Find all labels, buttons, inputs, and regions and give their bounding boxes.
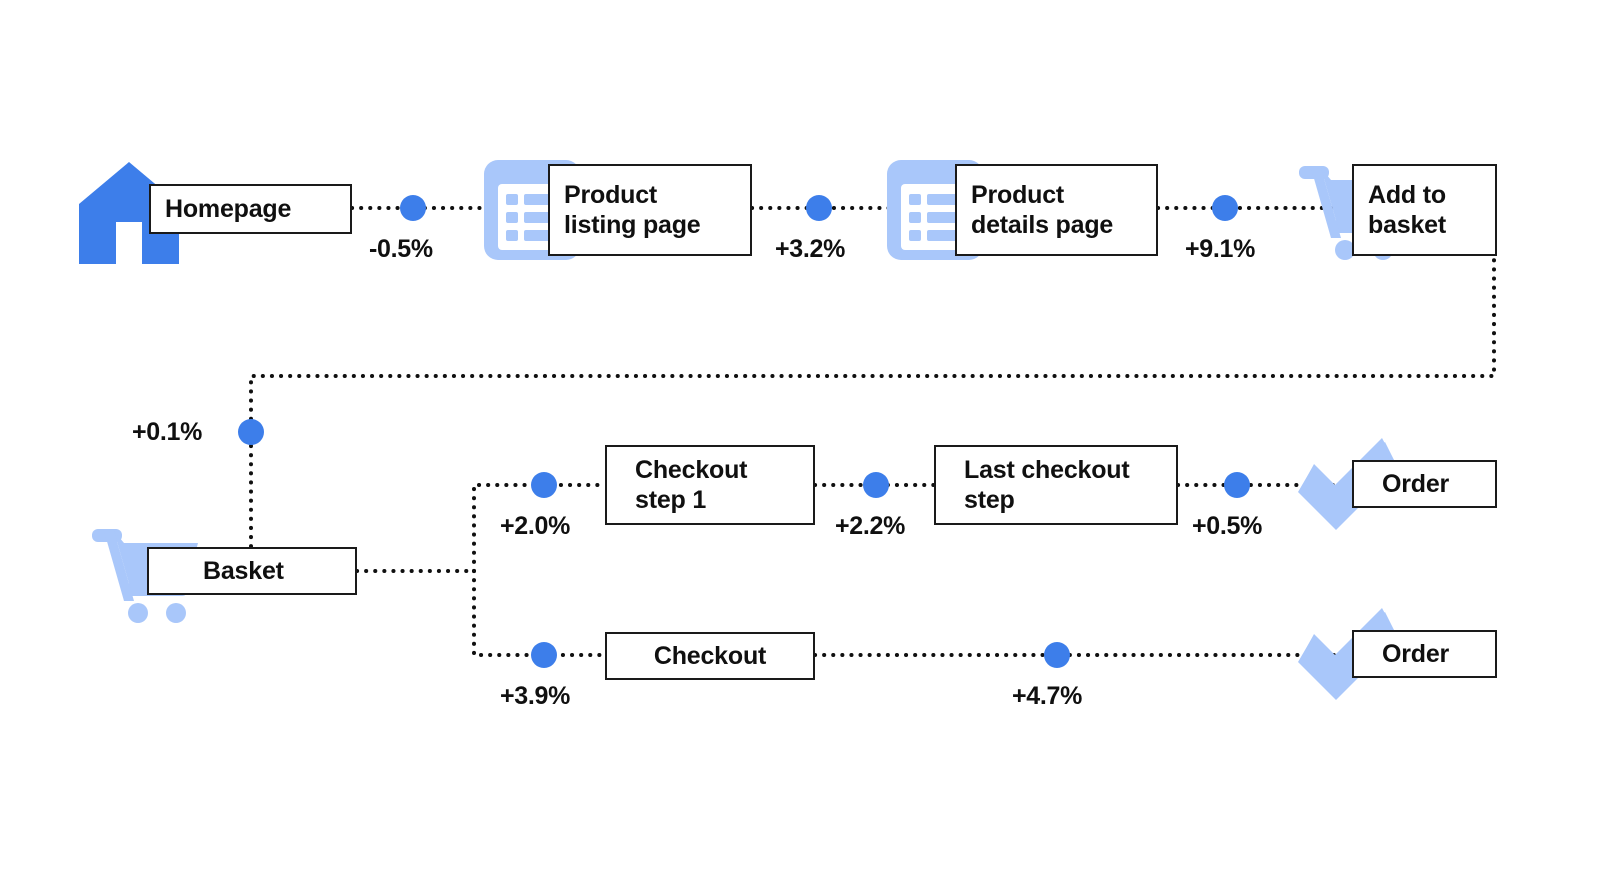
transition-dot-basket-to-checkout-step-1[interactable]: [531, 472, 557, 498]
node-label-last-checkout-step: Last checkout step: [964, 456, 1130, 514]
delta-add-to-basket-to-basket: +0.1%: [132, 418, 203, 446]
node-label-product-details-page: Product details page: [971, 181, 1114, 239]
transition-dot-homepage-to-plp[interactable]: [400, 195, 426, 221]
node-basket[interactable]: Basket: [147, 547, 357, 595]
transition-dot-checkout-step-1-to-last-checkout-step[interactable]: [863, 472, 889, 498]
delta-plp-to-pdp: +3.2%: [775, 235, 846, 263]
transition-dot-basket-to-checkout[interactable]: [531, 642, 557, 668]
node-product-listing-page[interactable]: Product listing page: [548, 164, 752, 256]
node-order-bottom[interactable]: Order: [1352, 630, 1497, 678]
transition-dot-plp-to-pdp[interactable]: [806, 195, 832, 221]
delta-basket-to-checkout-step-1: +2.0%: [500, 512, 571, 540]
node-product-details-page[interactable]: Product details page: [955, 164, 1158, 256]
node-label-product-listing-page: Product listing page: [564, 181, 701, 239]
node-order-top[interactable]: Order: [1352, 460, 1497, 508]
delta-homepage-to-plp: -0.5%: [369, 235, 433, 263]
node-label-homepage: Homepage: [165, 195, 292, 223]
node-last-checkout-step[interactable]: Last checkout step: [934, 445, 1178, 525]
delta-checkout-step-1-to-last-checkout-step: +2.2%: [835, 512, 906, 540]
transition-dot-last-checkout-step-to-order[interactable]: [1224, 472, 1250, 498]
transition-dot-pdp-to-add-to-basket[interactable]: [1212, 195, 1238, 221]
transition-dot-add-to-basket-to-basket[interactable]: [238, 419, 264, 445]
delta-basket-to-checkout: +3.9%: [500, 682, 571, 710]
node-label-basket: Basket: [203, 557, 284, 585]
node-checkout-step-1[interactable]: Checkout step 1: [605, 445, 815, 525]
delta-pdp-to-add-to-basket: +9.1%: [1185, 235, 1256, 263]
node-checkout[interactable]: Checkout: [605, 632, 815, 680]
transition-dot-checkout-to-order[interactable]: [1044, 642, 1070, 668]
node-homepage[interactable]: Homepage: [149, 184, 352, 234]
node-add-to-basket[interactable]: Add to basket: [1352, 164, 1497, 256]
node-label-order-bottom: Order: [1382, 640, 1450, 668]
node-label-order-top: Order: [1382, 470, 1450, 498]
delta-last-checkout-step-to-order: +0.5%: [1192, 512, 1263, 540]
delta-checkout-to-order: +4.7%: [1012, 682, 1083, 710]
node-label-checkout: Checkout: [653, 642, 767, 670]
node-label-checkout-step-1: Checkout step 1: [635, 456, 748, 514]
node-label-add-to-basket: Add to basket: [1368, 181, 1447, 239]
